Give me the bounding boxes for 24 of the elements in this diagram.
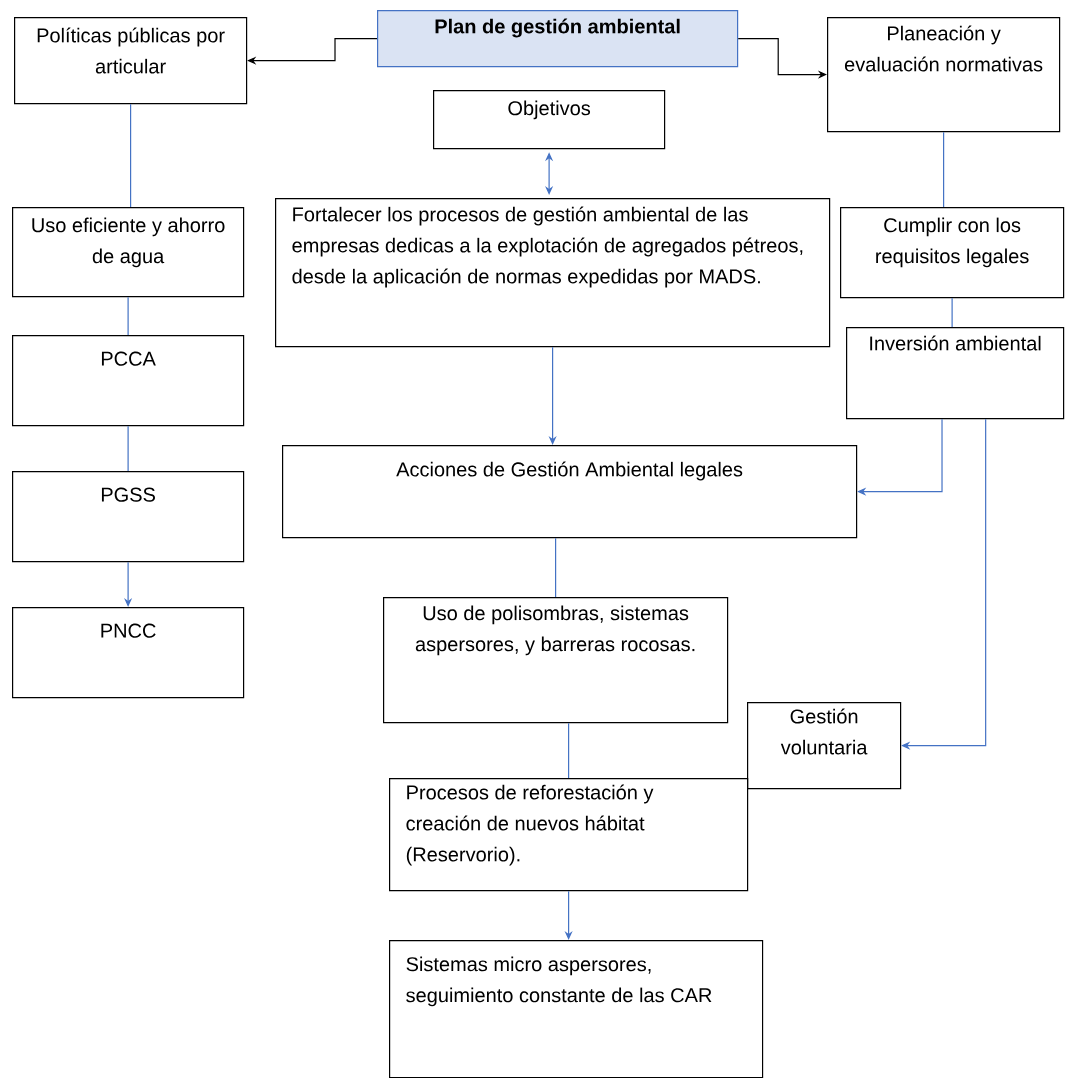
process-box: Uso eficiente y ahorro de agua [12, 207, 245, 298]
process-box: Cumplir con los requisitos legales [840, 207, 1065, 299]
process-box: Gestión voluntaria [747, 702, 902, 790]
connector-line [130, 103, 132, 208]
connector-line [951, 297, 953, 328]
process-box: Políticas públicas por articular [14, 17, 248, 105]
process-box: PGSS [12, 471, 245, 563]
process-box: PNCC [12, 607, 245, 699]
connector-line [943, 131, 945, 208]
process-box: Acciones de Gestión Ambiental legales [282, 445, 858, 539]
process-box: Planeación y evaluación normativas [827, 17, 1061, 133]
connector-line [127, 425, 129, 472]
process-box: PCCA [12, 335, 245, 427]
arrow [124, 561, 133, 607]
connector-line [127, 296, 129, 336]
process-box: Inversión ambiental [846, 327, 1065, 420]
process-box: Fortalecer los procesos de gestión ambiental de las empresas dedicas a la explotación de agregados pétreos, desde la aplicación de normas expedidas por MADS. [275, 198, 831, 348]
process-box: Objetivos [433, 90, 666, 150]
process-box: Sistemas micro aspersores, seguimiento constante de las CAR [389, 940, 764, 1078]
header-box: Plan de gestión ambiental [377, 10, 739, 68]
connector-line [555, 537, 557, 598]
process-box: Uso de polisombras, sistemas aspersores, y barreras rocosas. [383, 597, 729, 724]
process-box: Procesos de reforestación y creación de nuevos hábitat (Reservorio). [389, 778, 749, 892]
connector-line [568, 722, 570, 779]
